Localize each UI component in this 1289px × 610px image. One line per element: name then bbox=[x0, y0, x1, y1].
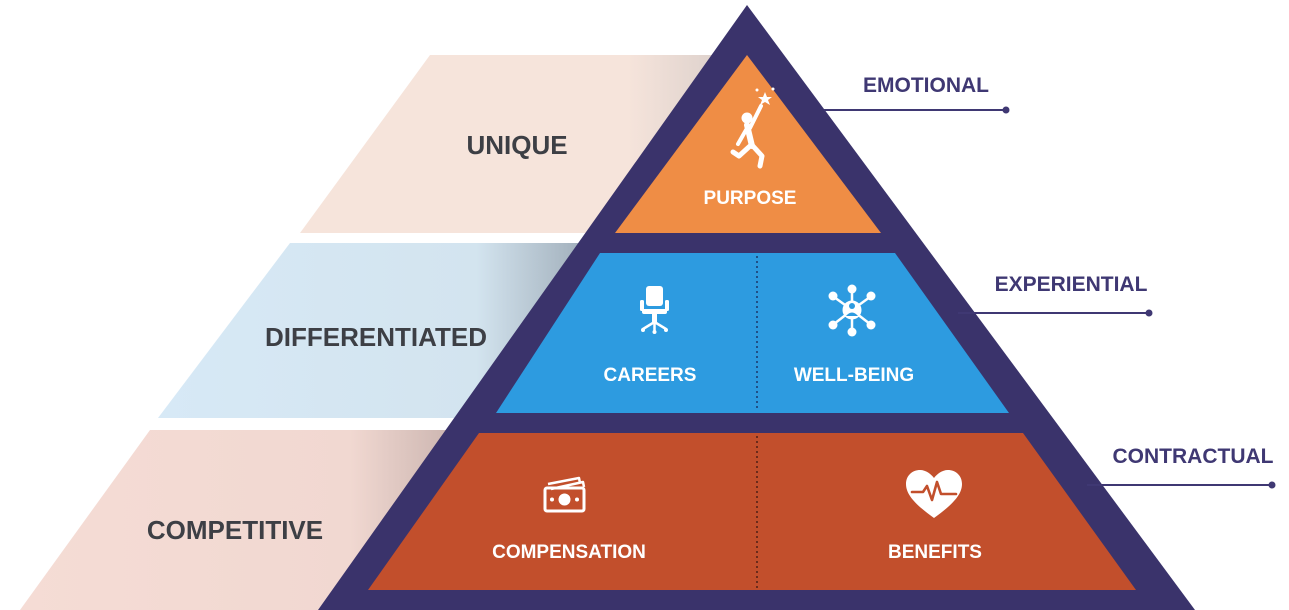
tier-label-unique: UNIQUE bbox=[466, 130, 567, 160]
compensation-label: COMPENSATION bbox=[492, 542, 646, 563]
side-label-experiential: EXPERIENTIAL bbox=[995, 273, 1148, 296]
heart-pulse-icon bbox=[906, 470, 962, 518]
careers-label: CAREERS bbox=[604, 365, 697, 386]
middle-section bbox=[496, 253, 1009, 413]
contractual-pointer-dot bbox=[1268, 481, 1276, 489]
tier-label-differentiated: DIFFERENTIATED bbox=[265, 322, 487, 352]
purpose-label: PURPOSE bbox=[704, 188, 797, 209]
network-person-icon bbox=[828, 284, 876, 337]
side-label-emotional: EMOTIONAL bbox=[863, 74, 989, 97]
tier-label-competitive: COMPETITIVE bbox=[147, 515, 323, 545]
side-label-contractual: CONTRACTUAL bbox=[1113, 445, 1274, 468]
experiential-pointer-dot bbox=[1145, 309, 1153, 317]
purpose-section bbox=[615, 55, 881, 233]
office-chair-icon bbox=[640, 286, 669, 334]
bottom-section bbox=[368, 433, 1136, 590]
benefits-label: BENEFITS bbox=[888, 542, 982, 563]
cash-icon bbox=[543, 476, 586, 513]
reaching-star-person-icon bbox=[730, 87, 775, 169]
well-being-label: WELL-BEING bbox=[794, 365, 914, 386]
background-tier-top bbox=[300, 55, 720, 233]
emotional-pointer-dot bbox=[1002, 106, 1010, 114]
